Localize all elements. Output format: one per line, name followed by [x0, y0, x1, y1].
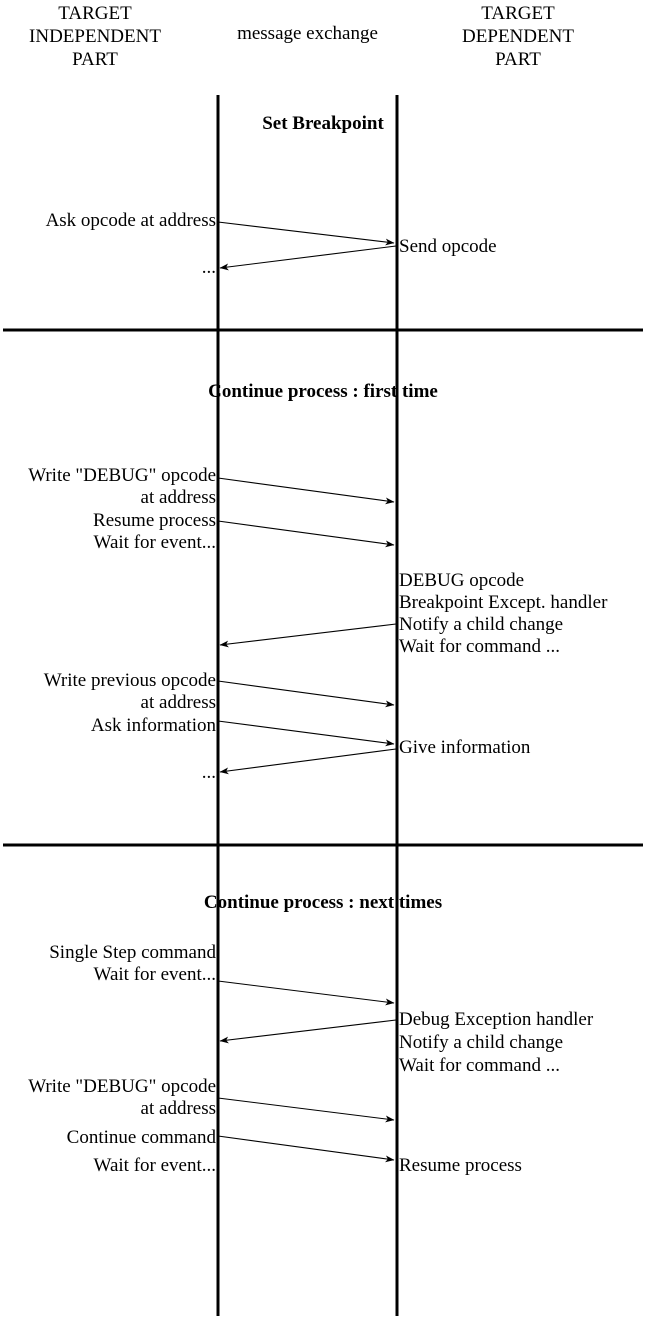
message-arrow-left-to-right [217, 980, 395, 1006]
message-arrow-left-to-right [217, 680, 395, 708]
message-label-left: Write previous opcode at address [43, 670, 216, 713]
column-header-target-independent-part: TARGET INDEPENDENT PART [29, 3, 161, 70]
message-label-right: Wait for command ... [399, 1055, 560, 1076]
message-arrows-group [217, 221, 397, 1163]
message-label-right: Notify a child change [399, 1032, 564, 1053]
message-arrow-right-to-left [219, 623, 397, 648]
message-arrow-left-to-right [217, 720, 395, 747]
message-label-right: Send opcode [399, 236, 497, 257]
column-header-target-dependent-part: TARGET DEPENDENT PART [462, 3, 574, 70]
message-arrow-right-to-left [219, 1019, 397, 1044]
message-arrow-left-to-right [217, 1097, 395, 1123]
message-label-left: Write "DEBUG" opcode at address [28, 1076, 216, 1119]
section-title-set-breakpoint: Set Breakpoint [262, 113, 384, 134]
column-header-message-exchange: message exchange [237, 23, 378, 44]
message-label-left: Resume process [93, 510, 216, 531]
message-label-right: Resume process [399, 1155, 522, 1176]
message-arrow-left-to-right [217, 221, 395, 246]
message-label-right: Notify a child change [399, 614, 564, 635]
section-dividers-group [3, 328, 643, 847]
message-label-right: Breakpoint Except. handler [399, 592, 608, 613]
message-label-right: DEBUG opcode [399, 570, 525, 591]
lifelines-group [216, 95, 399, 1316]
message-label-left: Ask information [90, 715, 216, 736]
message-arrow-left-to-right [217, 520, 395, 548]
message-label-right: Give information [399, 737, 531, 758]
message-arrow-right-to-left [219, 245, 397, 271]
message-label-right: Debug Exception handler [399, 1009, 594, 1030]
message-label-left: Write "DEBUG" opcode at address [28, 465, 216, 508]
message-label-left: Wait for event... [93, 532, 216, 553]
message-arrow-left-to-right [217, 477, 395, 505]
message-label-left: ... [201, 257, 216, 278]
message-label-left: ... [201, 762, 216, 783]
message-label-left: Continue command [66, 1127, 216, 1148]
section-title-continue-first-time: Continue process : first time [208, 381, 438, 402]
section-title-continue-next-times: Continue process : next times [203, 892, 443, 913]
message-label-left: Wait for event... [93, 964, 216, 985]
message-label-left: Ask opcode at address [45, 210, 216, 231]
message-label-left: Wait for event... [93, 1155, 216, 1176]
message-arrow-left-to-right [217, 1135, 395, 1163]
message-label-left: Single Step command [49, 942, 216, 963]
message-label-right: Wait for command ... [399, 636, 560, 657]
message-arrow-right-to-left [219, 748, 397, 775]
